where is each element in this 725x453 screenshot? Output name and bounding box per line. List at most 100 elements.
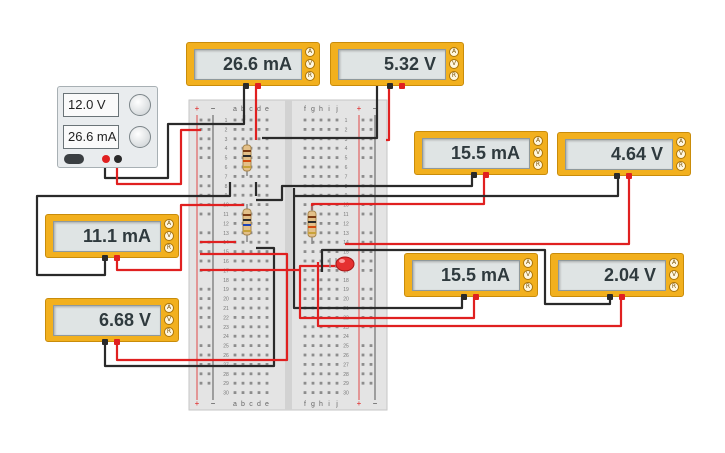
psu-voltage-knob[interactable] bbox=[129, 94, 151, 116]
resistor-r3[interactable] bbox=[307, 206, 317, 244]
column-label: e bbox=[265, 106, 269, 113]
psu-positive-terminal[interactable] bbox=[102, 155, 110, 163]
row-number: 27 bbox=[343, 362, 349, 368]
probe-terminal-positive[interactable] bbox=[114, 339, 120, 345]
column-label: f bbox=[304, 401, 306, 408]
resistor-r1[interactable] bbox=[242, 140, 252, 176]
probe-terminal-positive[interactable] bbox=[399, 83, 405, 89]
row-number: 22 bbox=[223, 315, 229, 321]
mode-button-a[interactable]: A bbox=[676, 137, 686, 147]
rail-plus-label: + bbox=[357, 104, 362, 113]
probe-terminal-common[interactable] bbox=[102, 255, 108, 261]
column-label: d bbox=[257, 401, 261, 408]
mode-button-v[interactable]: V bbox=[533, 148, 543, 158]
row-number: 5 bbox=[225, 156, 228, 162]
mode-button-a[interactable]: A bbox=[669, 258, 679, 268]
row-number: 25 bbox=[223, 344, 229, 350]
mode-button-a[interactable]: A bbox=[523, 258, 533, 268]
row-number: 11 bbox=[343, 212, 348, 218]
probe-terminal-positive[interactable] bbox=[473, 294, 479, 300]
row-number: 1 bbox=[345, 118, 348, 124]
probe-terminal-common[interactable] bbox=[614, 173, 620, 179]
column-label: b bbox=[241, 401, 245, 408]
column-label: h bbox=[319, 106, 323, 113]
mode-button-v[interactable]: V bbox=[305, 59, 315, 69]
mode-button-v[interactable]: V bbox=[676, 149, 686, 159]
row-number: 30 bbox=[343, 391, 349, 397]
row-number: 29 bbox=[223, 381, 229, 387]
row-number: 23 bbox=[223, 325, 229, 331]
probe-terminal-common[interactable] bbox=[243, 83, 249, 89]
row-number: 19 bbox=[223, 287, 229, 293]
mode-button-r[interactable]: R bbox=[523, 282, 533, 292]
probe-terminal-positive[interactable] bbox=[626, 173, 632, 179]
multimeter-reading: 26.6 mA bbox=[194, 49, 302, 80]
row-number: 14 bbox=[223, 240, 229, 246]
row-number: 29 bbox=[343, 381, 349, 387]
column-label: c bbox=[249, 106, 253, 113]
row-number: 4 bbox=[225, 146, 228, 152]
row-number: 23 bbox=[343, 325, 349, 331]
mode-button-r[interactable]: R bbox=[164, 327, 174, 337]
column-label: e bbox=[265, 401, 269, 408]
row-number: 24 bbox=[223, 334, 229, 340]
mode-button-v[interactable]: V bbox=[523, 270, 533, 280]
psu-negative-terminal[interactable] bbox=[114, 155, 122, 163]
row-number: 2 bbox=[225, 127, 228, 133]
resistor-r2[interactable] bbox=[242, 204, 252, 242]
probe-terminal-positive[interactable] bbox=[255, 83, 261, 89]
row-number: 12 bbox=[223, 221, 229, 227]
probe-terminal-positive[interactable] bbox=[114, 255, 120, 261]
row-number: 26 bbox=[223, 353, 229, 359]
probe-terminal-positive[interactable] bbox=[619, 294, 625, 300]
mode-button-r[interactable]: R bbox=[449, 71, 459, 81]
mode-button-r[interactable]: R bbox=[533, 160, 543, 170]
probe-terminal-common[interactable] bbox=[102, 339, 108, 345]
psu-power-switch[interactable] bbox=[64, 154, 84, 164]
mode-button-v[interactable]: V bbox=[164, 231, 174, 241]
led-red[interactable] bbox=[329, 256, 355, 272]
mode-button-a[interactable]: A bbox=[533, 136, 543, 146]
probe-terminal-positive[interactable] bbox=[483, 172, 489, 178]
probe-terminal-common[interactable] bbox=[607, 294, 613, 300]
row-number: 18 bbox=[223, 278, 229, 284]
rail-minus-label: − bbox=[373, 104, 378, 113]
mode-button-r[interactable]: R bbox=[305, 71, 315, 81]
row-number: 6 bbox=[345, 165, 348, 171]
mode-button-a[interactable]: A bbox=[305, 47, 315, 57]
rail-minus-label: − bbox=[373, 399, 378, 408]
probe-terminal-common[interactable] bbox=[461, 294, 467, 300]
column-label: f bbox=[304, 106, 306, 113]
column-label: j bbox=[335, 401, 338, 408]
mode-button-r[interactable]: R bbox=[669, 282, 679, 292]
mode-button-v[interactable]: V bbox=[669, 270, 679, 280]
column-label: a bbox=[233, 401, 237, 408]
wires bbox=[35, 86, 631, 368]
power-supply[interactable]: 12.0 V 26.6 mA bbox=[57, 86, 158, 168]
row-number: 3 bbox=[345, 137, 348, 143]
column-label: g bbox=[311, 106, 315, 113]
row-number: 2 bbox=[345, 127, 348, 133]
probe-terminal-common[interactable] bbox=[471, 172, 477, 178]
psu-current-knob[interactable] bbox=[129, 126, 151, 148]
mode-button-a[interactable]: A bbox=[164, 219, 174, 229]
probe-terminal-common[interactable] bbox=[387, 83, 393, 89]
mode-button-r[interactable]: R bbox=[164, 243, 174, 253]
row-number: 13 bbox=[223, 231, 229, 237]
mode-button-v[interactable]: V bbox=[164, 315, 174, 325]
mode-button-a[interactable]: A bbox=[164, 303, 174, 313]
mode-button-a[interactable]: A bbox=[449, 47, 459, 57]
row-number: 28 bbox=[343, 372, 349, 378]
mode-button-v[interactable]: V bbox=[449, 59, 459, 69]
mode-button-r[interactable]: R bbox=[676, 161, 686, 171]
row-number: 7 bbox=[225, 174, 228, 180]
row-number: 21 bbox=[223, 306, 229, 312]
